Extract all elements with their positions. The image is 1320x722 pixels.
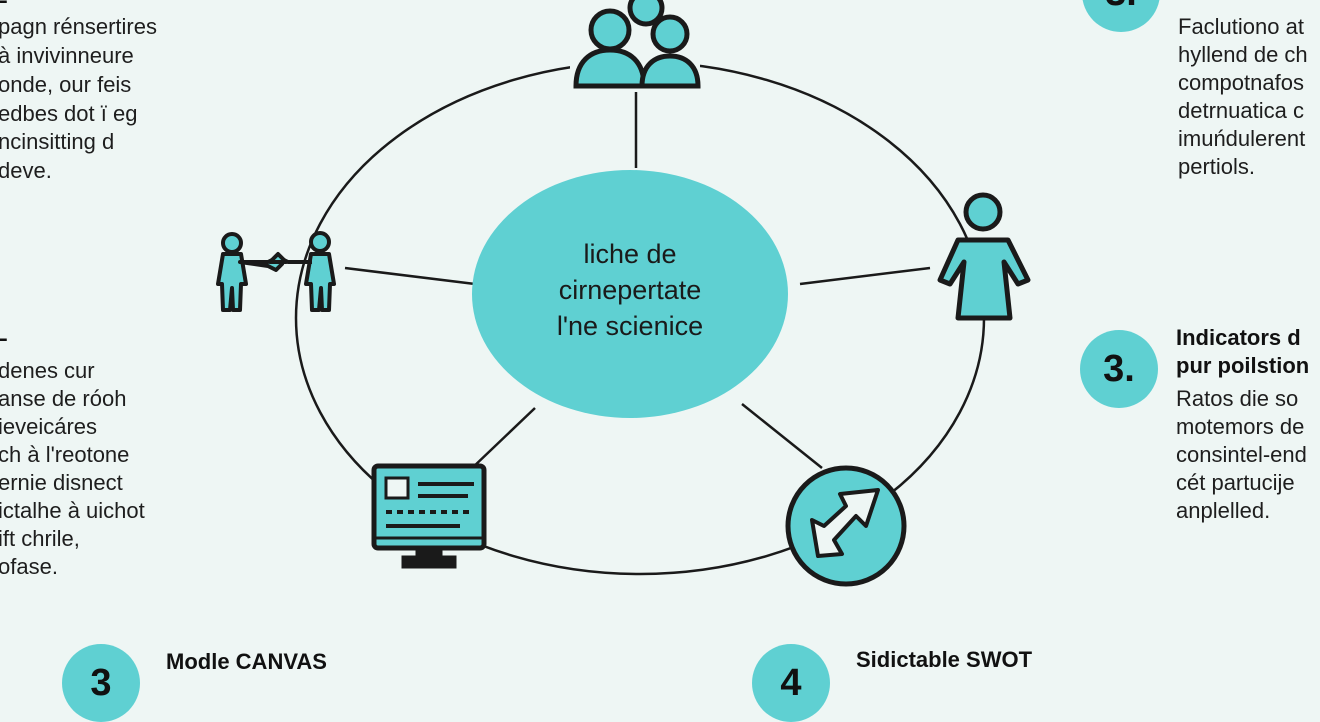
left-mid-line-6: ictalhe à uichot: [0, 498, 145, 523]
right-mid-heading-line-2: pur poilstion: [1176, 353, 1310, 378]
group-icon: [570, 0, 701, 92]
right-top-line-5: imuńdulerent: [1178, 126, 1306, 151]
right-mid-line-5: anplelled.: [1176, 498, 1271, 523]
left-mid-line-4: ch à l'reotone: [0, 442, 130, 467]
center-line-2: cirnepertate: [558, 275, 702, 305]
left-mid-line-8: ofase.: [0, 554, 58, 579]
spoke-left: [344, 266, 476, 286]
right-top-line-3: compotnafos: [1178, 70, 1304, 95]
bottom-left-heading: Modle CANVAS: [166, 649, 327, 674]
handshake-icon: [216, 231, 336, 312]
center-line-1: liche de: [583, 239, 677, 269]
spoke-right: [799, 266, 931, 286]
left-mid-line-1: denes cur: [0, 358, 95, 383]
bottom-right-heading: Sidictable SWOT: [856, 647, 1033, 672]
center-label: liche de cirnepertate l'ne scienice: [500, 236, 760, 344]
right-mid-line-2: motemors de: [1176, 414, 1305, 439]
right-top-line-6: pertiols.: [1178, 154, 1256, 179]
right-mid-line-3: consintel-end: [1176, 442, 1307, 467]
right-top-line-4: detrnuatica c: [1178, 98, 1304, 123]
left-top-line-2: à invivinneure: [0, 43, 134, 68]
spoke-bottom-left: [469, 407, 536, 471]
right-mid-heading-line-1: Indicators d: [1176, 325, 1301, 350]
right-mid-line-1: Ratos die so: [1176, 386, 1299, 411]
left-mid-line-5: ernie disnect: [0, 470, 123, 495]
growth-arrow-icon: [785, 465, 907, 587]
left-mid-heading: L: [0, 321, 8, 346]
center-hub: [472, 170, 788, 418]
left-mid-line-3: ieveicáres: [0, 414, 98, 439]
bottom-left-badge: 3: [62, 644, 140, 722]
left-mid-line-7: ift chrile,: [0, 526, 80, 551]
left-top-line-6: deve.: [0, 158, 52, 183]
right-top-line-2: hyllend de ch: [1178, 42, 1308, 67]
spoke-bottom-right: [741, 403, 823, 469]
right-top-line-1: Faclutiono at: [1178, 14, 1304, 39]
bottom-right-badge: 4: [752, 644, 830, 722]
right-mid-badge: 3.: [1080, 330, 1158, 408]
left-mid-line-2: anse de róoh: [0, 386, 127, 411]
left-top-line-3: onde, our feis: [0, 72, 132, 97]
person-icon: [937, 192, 1031, 321]
left-top-heading: L: [0, 0, 7, 10]
left-top-line-5: ncinsitting d: [0, 129, 115, 154]
cycle-diagram: [216, 0, 1031, 587]
right-mid-line-4: cét partucije: [1176, 470, 1295, 495]
left-top-line-4: edbes dot ï eg: [0, 101, 138, 126]
monitor-icon: [371, 463, 487, 569]
left-top-line-1: pagn rénsertires: [0, 14, 157, 39]
center-line-3: l'ne scienice: [556, 311, 704, 341]
